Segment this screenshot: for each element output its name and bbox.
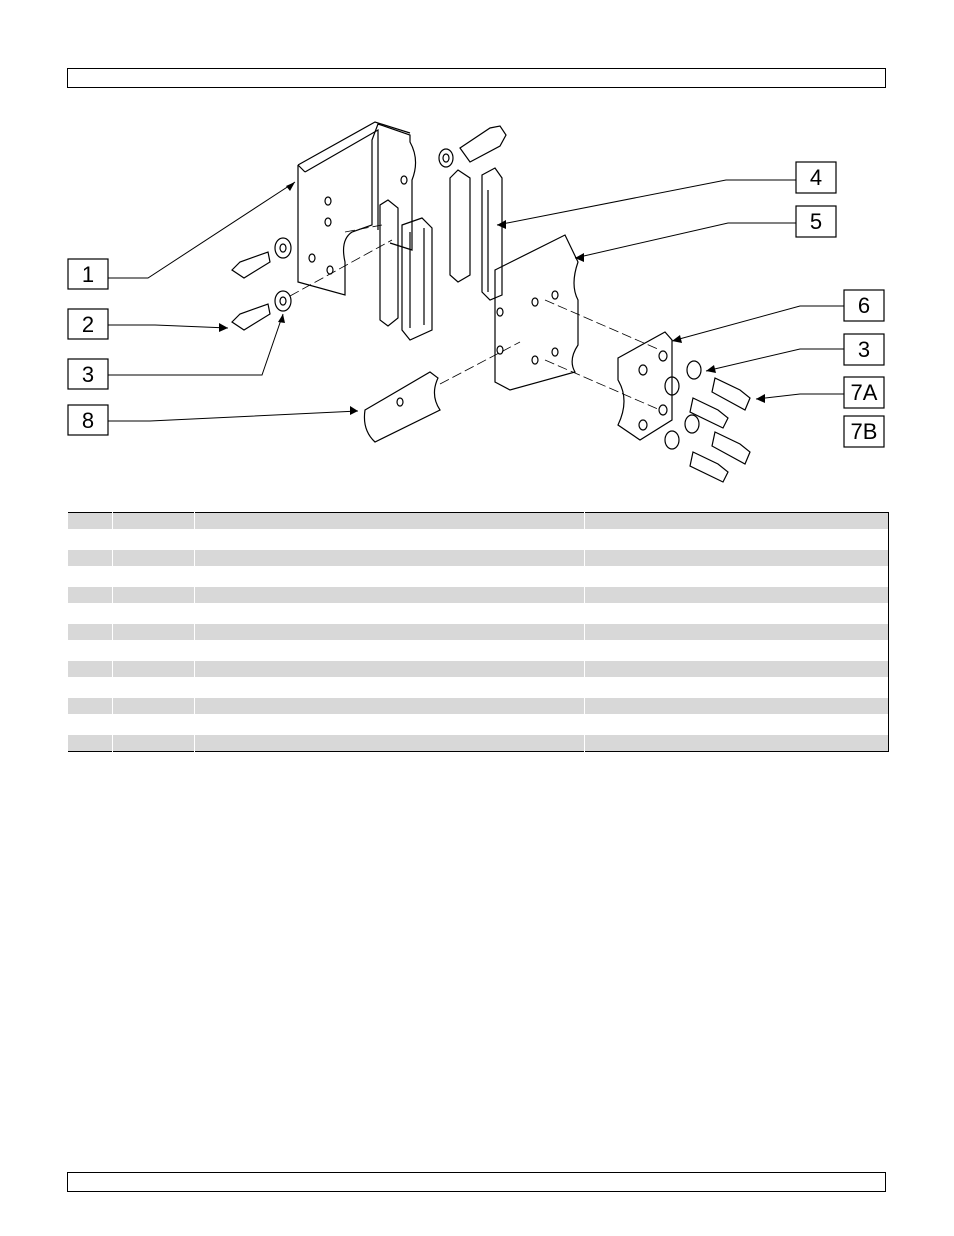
callout-boxes <box>67 161 885 448</box>
table-row <box>67 550 889 566</box>
part-4-clamp-right <box>449 167 503 301</box>
table-row <box>67 566 889 587</box>
header-bar <box>67 68 886 88</box>
callout-5: 5 <box>810 209 822 234</box>
col-2-header <box>112 512 195 529</box>
table-row <box>67 677 889 698</box>
table-row <box>67 603 889 624</box>
callout-8: 8 <box>82 408 94 433</box>
callout-7a: 7A <box>851 380 878 405</box>
table-row <box>67 735 889 752</box>
table-row <box>67 640 889 661</box>
left-screws <box>231 237 292 331</box>
callout-3b: 3 <box>858 337 870 362</box>
part-5-block <box>494 234 579 391</box>
part-clamp-left <box>379 199 433 341</box>
footer-bar <box>67 1172 886 1192</box>
callout-4: 4 <box>810 165 822 190</box>
table-row <box>67 587 889 603</box>
col-4-header <box>584 512 889 529</box>
callout-1: 1 <box>82 262 94 287</box>
table-row <box>67 698 889 714</box>
table-row <box>67 661 889 677</box>
top-bolt <box>438 125 507 168</box>
part-8-shell <box>363 371 441 443</box>
exploded-parts-diagram: 1 2 3 4 5 6 3 7A 7B 8 <box>67 121 885 483</box>
right-screws <box>664 360 751 483</box>
part-6-plate <box>617 331 673 441</box>
table-row <box>67 529 889 550</box>
callout-7b: 7B <box>851 419 878 444</box>
callout-3: 3 <box>82 362 94 387</box>
part-1-bracket <box>297 121 417 296</box>
callout-2: 2 <box>82 312 94 337</box>
col-3-header <box>194 512 585 529</box>
table-header-row <box>67 512 889 529</box>
parts-table <box>67 512 889 752</box>
table-row <box>67 714 889 735</box>
callout-6: 6 <box>858 293 870 318</box>
col-1-header <box>67 512 113 529</box>
table-row <box>67 624 889 640</box>
